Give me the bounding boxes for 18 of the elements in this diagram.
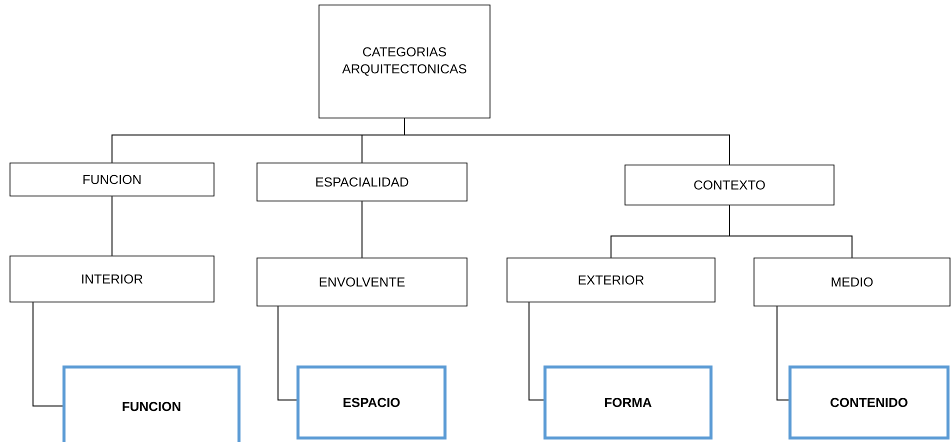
connector-line xyxy=(32,302,63,406)
connector-line xyxy=(729,204,852,258)
category-box: MEDIO xyxy=(754,258,950,306)
category-box: EXTERIOR xyxy=(506,258,716,302)
category-box: FUNCION xyxy=(10,162,214,196)
category-box: INTERIOR xyxy=(10,256,214,302)
connector-line xyxy=(776,306,789,400)
connector-line xyxy=(404,118,730,166)
highlighted-box: ESPACIO xyxy=(296,366,446,440)
category-box: ENVOLVENTE xyxy=(256,258,468,306)
highlighted-box: CONTENIDO xyxy=(788,366,950,440)
highlighted-box: FORMA xyxy=(544,366,712,440)
category-box: CATEGORIAS ARQUITECTONICAS xyxy=(318,4,490,118)
category-box: ESPACIALIDAD xyxy=(256,162,468,202)
connector-line xyxy=(278,306,297,400)
category-box: CONTEXTO xyxy=(624,164,834,206)
connector-line xyxy=(528,302,544,400)
highlighted-box: FUNCION xyxy=(62,366,240,442)
